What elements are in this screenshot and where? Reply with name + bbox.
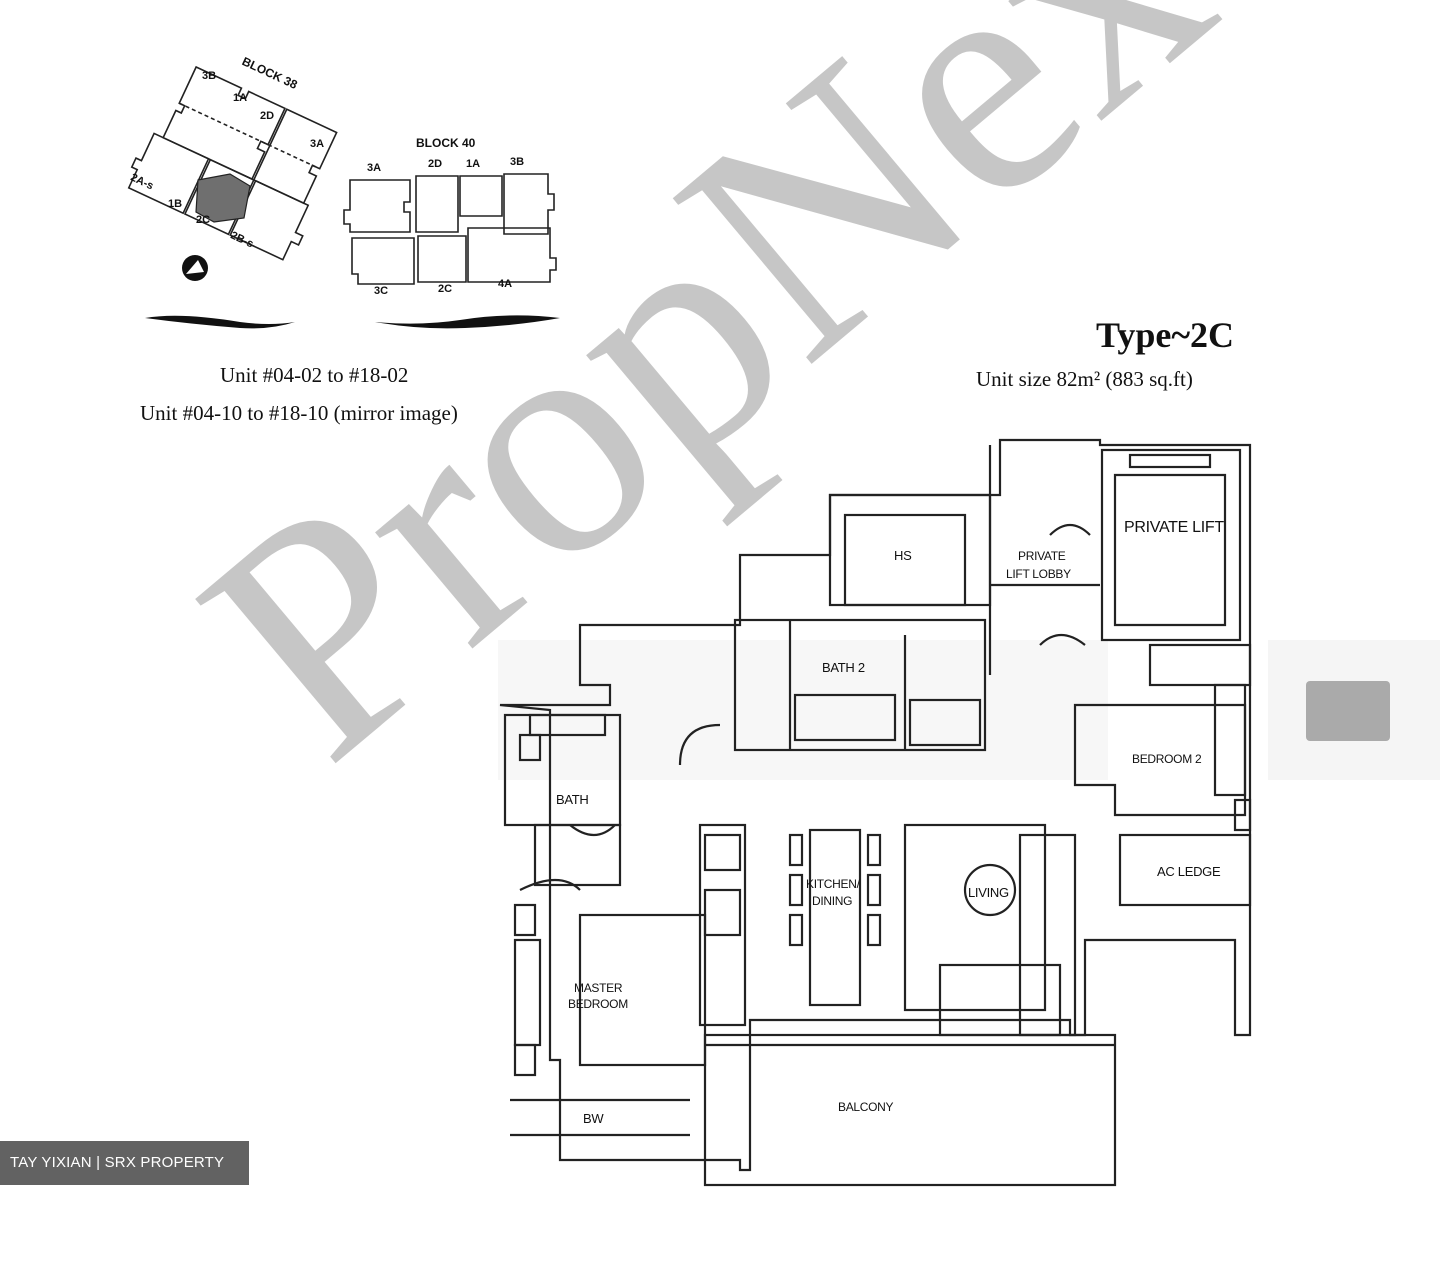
block38-unit-label: 1B bbox=[168, 198, 183, 210]
room-private-lift: PRIVATE LIFT bbox=[1124, 519, 1224, 536]
room-bw: BW bbox=[583, 1111, 604, 1126]
overlay-thumbnail bbox=[1306, 681, 1390, 741]
block40-unit-label: 1A bbox=[466, 158, 481, 170]
block40-unit-label: 2D bbox=[428, 158, 443, 170]
room-kitchen-line1: KITCHEN/ bbox=[806, 877, 860, 891]
room-bath2: BATH 2 bbox=[822, 660, 865, 675]
highlighted-unit-2c bbox=[195, 173, 251, 223]
scan-shadow-band bbox=[498, 640, 1108, 780]
room-master-line2: BEDROOM bbox=[568, 997, 628, 1011]
room-kitchen-line2: DINING bbox=[812, 894, 853, 908]
block40-title: BLOCK 40 bbox=[416, 136, 476, 150]
block38-unit-label: 1A bbox=[233, 92, 248, 104]
unit-type-title: Type~2C bbox=[1096, 315, 1235, 355]
room-ac-ledge: AC LEDGE bbox=[1157, 864, 1221, 879]
block38-unit-label: 2C bbox=[196, 214, 211, 226]
unit-range-line: Unit #04-02 to #18-02 bbox=[220, 363, 409, 387]
decorative-swash-right bbox=[375, 315, 560, 329]
block40-unit-label: 3C bbox=[374, 285, 389, 297]
room-master-line1: MASTER bbox=[574, 981, 623, 995]
block38-unit-label: 2D bbox=[260, 110, 275, 122]
floor-plan-drawing bbox=[499, 438, 1252, 1187]
decorative-swash-left bbox=[145, 315, 295, 329]
north-arrow-icon bbox=[182, 255, 208, 281]
room-balcony: BALCONY bbox=[838, 1100, 894, 1114]
block40-unit-label: 3B bbox=[510, 156, 525, 168]
unit-size: Unit size 82m² (883 sq.ft) bbox=[976, 367, 1193, 391]
room-hs: HS bbox=[894, 548, 912, 563]
room-bath: BATH bbox=[556, 792, 589, 807]
block40-unit-label: 3A bbox=[367, 162, 382, 174]
block38-unit-label: 3B bbox=[202, 70, 217, 82]
key-plan-drawing bbox=[127, 65, 560, 329]
block40-unit-label: 4A bbox=[498, 278, 513, 290]
unit-range-mirror-line: Unit #04-10 to #18-10 (mirror image) bbox=[140, 401, 458, 425]
credit-badge: TAY YIXIAN | SRX PROPERTY bbox=[0, 1141, 249, 1185]
room-living: LIVING bbox=[968, 885, 1009, 900]
room-bedroom2: BEDROOM 2 bbox=[1132, 752, 1202, 766]
room-private-lift-lobby-line1: PRIVATE bbox=[1018, 549, 1066, 563]
room-private-lift-lobby-line2: LIFT LOBBY bbox=[1006, 567, 1071, 581]
block40-unit-label: 2C bbox=[438, 283, 453, 295]
block38-unit-label: 3A bbox=[310, 138, 325, 150]
